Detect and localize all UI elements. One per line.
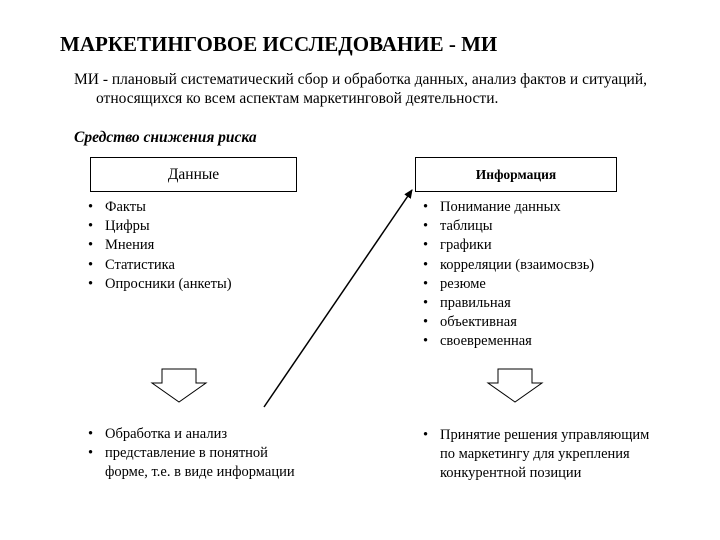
list-item: правильная (421, 294, 594, 313)
processing-list: Обработка и анализ представление в понят… (86, 425, 301, 482)
list-item: Мнения (86, 236, 232, 255)
block-down-arrow-icon (486, 368, 544, 403)
data-list: Факты Цифры Мнения Статистика Опросники … (86, 198, 232, 294)
list-item: Принятие решения управляющим по маркетин… (421, 426, 651, 483)
block-down-arrow-icon (150, 368, 208, 403)
list-item: Обработка и анализ (86, 425, 301, 444)
data-box-label: Данные (167, 165, 220, 183)
list-item: Цифры (86, 217, 232, 236)
decision-list: Принятие решения управляющим по маркетин… (421, 426, 651, 483)
definition-text: МИ - плановый систематический сбор и обр… (74, 71, 648, 107)
list-item: таблицы (421, 217, 594, 236)
information-box-label: Информация (475, 166, 557, 182)
data-box: Данные (90, 157, 297, 192)
list-item: Статистика (86, 256, 232, 275)
list-item: Опросники (анкеты) (86, 275, 232, 294)
page-title: МАРКЕТИНГОВОЕ ИССЛЕДОВАНИЕ - МИ (60, 32, 498, 56)
list-item: корреляции (взаимосвзь) (421, 256, 594, 275)
list-item: своевременная (421, 332, 594, 351)
list-item: графики (421, 236, 594, 255)
subtitle: Средство снижения риска (74, 129, 257, 146)
information-list: Понимание данных таблицы графики корреля… (421, 198, 594, 352)
list-item: представление в понятной форме, т.е. в в… (86, 444, 301, 482)
list-item: Факты (86, 198, 232, 217)
list-item: объективная (421, 313, 594, 332)
list-item: Понимание данных (421, 198, 594, 217)
list-item: резюме (421, 275, 594, 294)
information-box: Информация (415, 157, 617, 192)
